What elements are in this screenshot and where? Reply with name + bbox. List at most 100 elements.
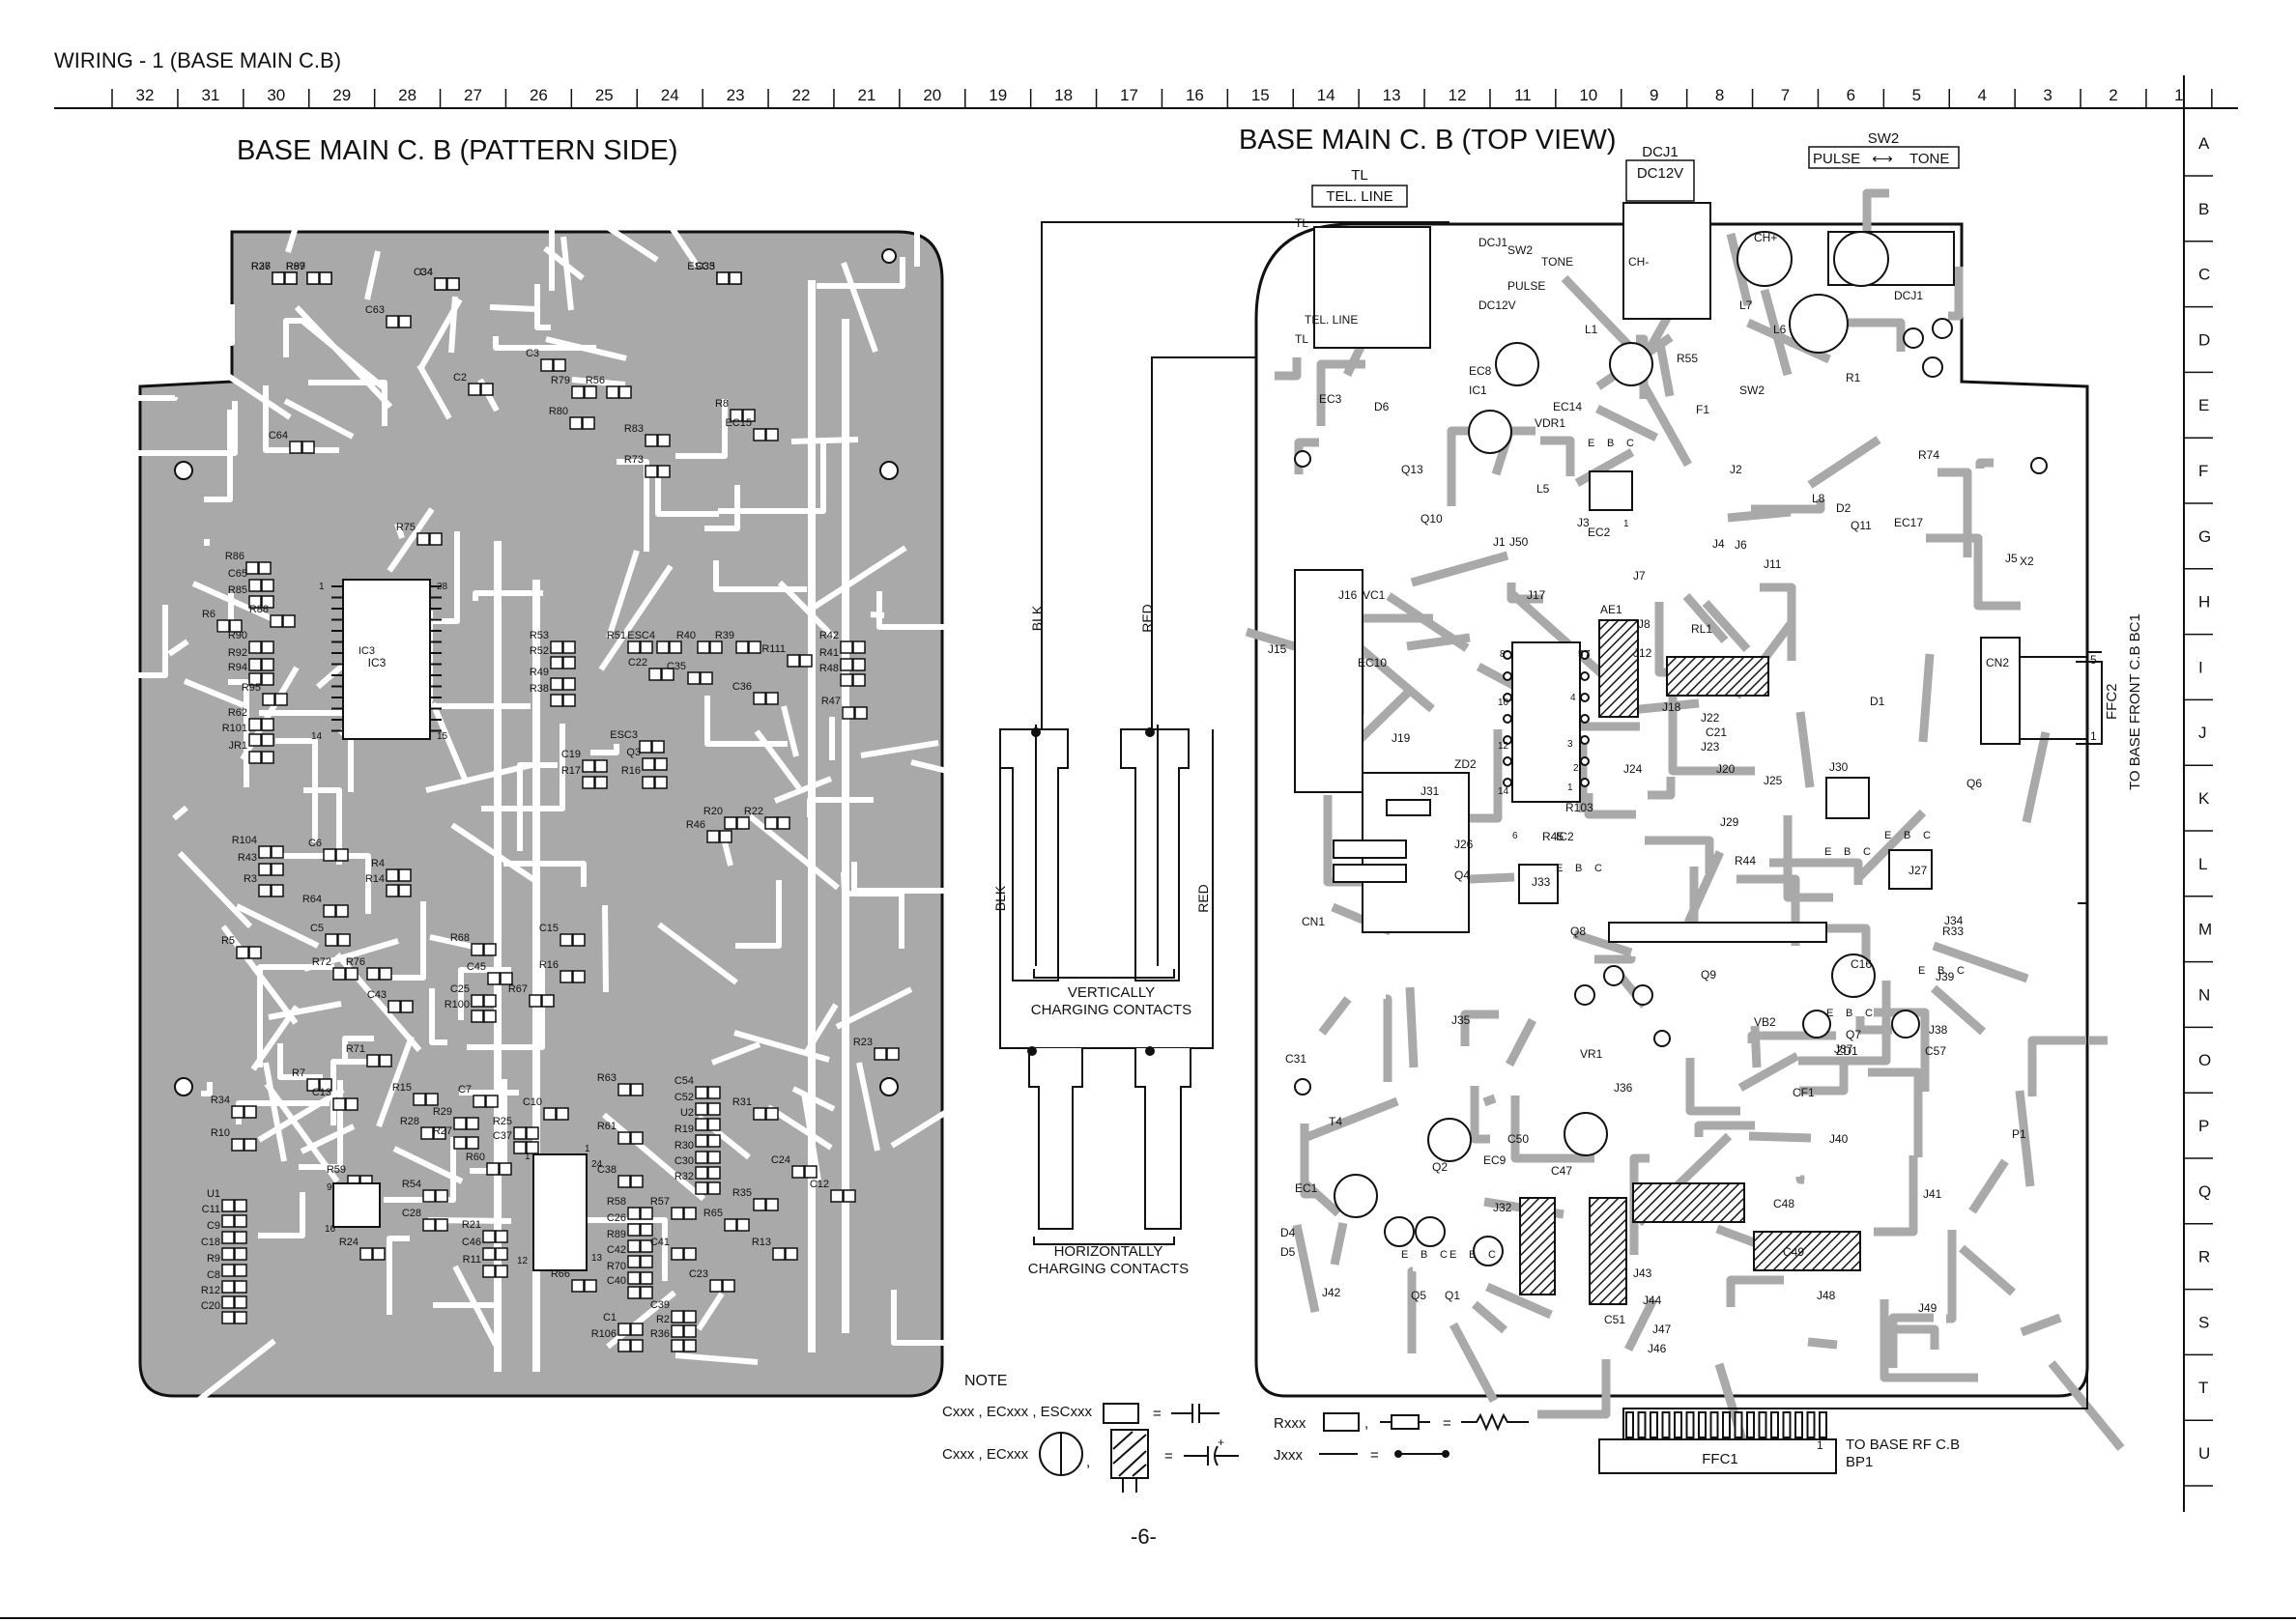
pad <box>640 1223 653 1237</box>
pad <box>422 1218 436 1232</box>
pad <box>258 884 272 897</box>
row-label: L <box>2198 855 2207 873</box>
note-jumper-equals: = <box>1370 1447 1379 1464</box>
pad <box>716 271 730 285</box>
row-label: T <box>2198 1379 2208 1397</box>
part-label-r40: R40 <box>676 630 696 641</box>
top-label-p1: P1 <box>2012 1127 2026 1141</box>
part-label-jr1: JR1 <box>228 740 247 752</box>
top-label-j41: J41 <box>1923 1187 1942 1201</box>
part-label-r61: R61 <box>597 1121 617 1132</box>
top-label-sw2: SW2 <box>1507 243 1533 257</box>
ic3-label: IC3 <box>368 656 387 669</box>
part-label-r67: R67 <box>508 983 528 995</box>
ffc1-destination-2: BP1 <box>1846 1454 1873 1470</box>
pad <box>345 1097 359 1111</box>
top-label-d6: D6 <box>1374 400 1390 413</box>
part-label-r16: R16 <box>621 765 641 777</box>
pad <box>332 1097 346 1111</box>
pulse-label: PULSE <box>1813 151 1860 167</box>
pad <box>645 465 658 478</box>
row-label: J <box>2198 724 2207 742</box>
pad <box>852 658 866 671</box>
pad <box>671 1247 684 1261</box>
pad <box>627 1271 641 1285</box>
pad <box>654 757 668 771</box>
pad <box>487 972 501 985</box>
pin-number: 28 <box>437 582 448 592</box>
pad <box>695 1102 708 1116</box>
row-label: M <box>2198 921 2212 939</box>
part-label-c10: C10 <box>523 1096 542 1108</box>
top-label-pulse: PULSE <box>1507 279 1545 293</box>
top-label-j18: J18 <box>1662 700 1681 714</box>
part-label-c23: C23 <box>689 1268 708 1280</box>
pad <box>398 315 412 328</box>
pad <box>435 1218 448 1232</box>
top-label-r55: R55 <box>1677 352 1698 365</box>
pad <box>799 654 813 668</box>
part-label-c18: C18 <box>201 1237 220 1248</box>
pad <box>687 671 701 685</box>
pad <box>466 1136 479 1150</box>
pad <box>707 1134 721 1148</box>
part-label-r57: R57 <box>650 1196 670 1208</box>
top-label-j4: J4 <box>1712 537 1725 551</box>
top-label-c21: C21 <box>1706 726 1727 739</box>
part-label-c35: C35 <box>667 661 686 672</box>
pad <box>618 385 632 399</box>
column-label: 9 <box>1650 86 1658 104</box>
pad <box>473 1095 486 1108</box>
part-label-r72: R72 <box>312 956 331 968</box>
column-label: 3 <box>2043 86 2052 104</box>
wire-red-label-1: RED <box>1139 604 1155 633</box>
sw2-label: SW2 <box>1868 130 1900 147</box>
ic-pin-number: 10 <box>1498 697 1509 708</box>
pad <box>669 640 682 654</box>
pin-number: 24 <box>591 1159 603 1170</box>
pad <box>627 1239 641 1253</box>
pad <box>541 994 555 1008</box>
pad <box>642 757 655 771</box>
part-label-r25: R25 <box>493 1116 512 1127</box>
transistor-pin-label: C <box>1488 1249 1496 1261</box>
pad <box>234 1280 247 1294</box>
part-label-r70: R70 <box>607 1261 626 1272</box>
part-label-r15: R15 <box>392 1082 412 1094</box>
part-label-r6: R6 <box>202 609 215 620</box>
top-label-j23: J23 <box>1701 740 1720 754</box>
top-label-j40: J40 <box>1829 1132 1849 1146</box>
pad <box>500 972 513 985</box>
part-label-r16: R16 <box>539 959 559 971</box>
ic-pin-number: 6 <box>1512 831 1518 841</box>
top-label-d4: D4 <box>1280 1226 1296 1239</box>
part-label-r39: R39 <box>715 630 734 641</box>
pad <box>742 409 756 422</box>
top-label-j12: J12 <box>1633 646 1652 660</box>
pin-number: 16 <box>325 1224 336 1235</box>
horizontal-contacts-caption-1: HORIZONTALLY <box>1054 1243 1163 1260</box>
ic-pin-number: 1 <box>1567 783 1573 793</box>
top-view-heading: BASE MAIN C. B (TOP VIEW) <box>1239 125 1617 156</box>
pad <box>640 640 653 654</box>
top-label-r44: R44 <box>1735 854 1756 868</box>
column-label: 15 <box>1251 86 1270 104</box>
transistor-pin-label: C <box>1594 863 1602 874</box>
pad <box>571 385 585 399</box>
svg-text:,: , <box>1086 1454 1090 1470</box>
top-label-dcj1: DCJ1 <box>1478 236 1507 249</box>
pad <box>630 1131 644 1145</box>
top-label-j50: J50 <box>1509 535 1529 549</box>
column-label: 23 <box>727 86 745 104</box>
top-label-cf1: CF1 <box>1793 1086 1815 1099</box>
pad <box>594 759 608 773</box>
part-label-r75: R75 <box>396 522 416 533</box>
pad <box>495 1265 508 1278</box>
column-label: 10 <box>1579 86 1597 104</box>
top-label-q9: Q9 <box>1701 968 1716 982</box>
column-label: 29 <box>332 86 351 104</box>
part-label-r2: R2 <box>656 1314 670 1325</box>
transistor-pin-label: E <box>1556 863 1563 874</box>
part-label-r17: R17 <box>561 765 581 777</box>
